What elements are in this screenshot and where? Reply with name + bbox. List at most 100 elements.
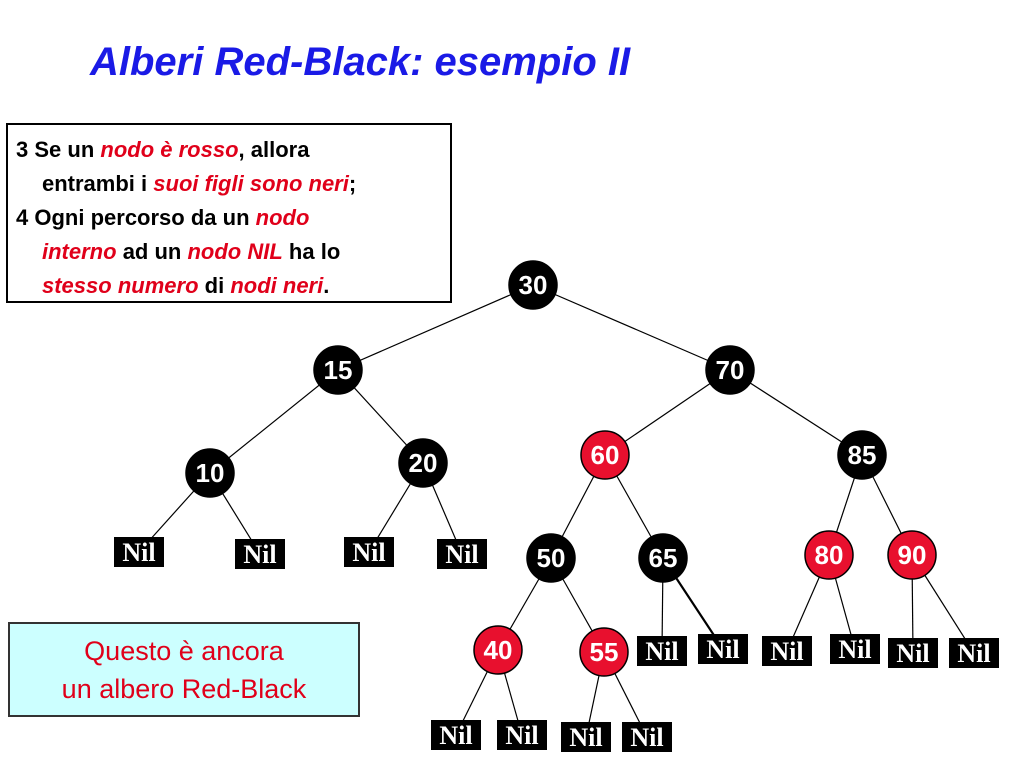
node-key: 15: [324, 355, 353, 385]
conclusion-line-2: un albero Red-Black: [61, 674, 307, 704]
node-circle: [398, 438, 448, 488]
nil-leaf: Nil: [622, 722, 672, 752]
nil-box: [235, 539, 285, 569]
tree-node-55: 55: [579, 627, 629, 677]
nil-leaf: Nil: [949, 638, 999, 668]
rule-3-line-1: 3 Se un nodo è rosso, allora: [16, 133, 450, 167]
nil-box: [762, 636, 812, 666]
node-key: 40: [484, 635, 513, 665]
node-circle: [473, 625, 523, 675]
node-key: 55: [590, 637, 619, 667]
nil-label: Nil: [569, 723, 602, 752]
nil-box: [698, 634, 748, 664]
rule-3-emph-3: sono neri: [249, 171, 349, 196]
nil-label: Nil: [706, 635, 739, 664]
edge-n15-n10: [209, 369, 339, 474]
nil-box: [114, 537, 164, 567]
nil-label: Nil: [896, 639, 929, 668]
rule-4-number: 4: [16, 205, 29, 230]
nil-box: [561, 722, 611, 752]
nil-box: [830, 634, 880, 664]
node-circle: [580, 430, 630, 480]
node-key: 80: [815, 540, 844, 570]
nil-box: [637, 636, 687, 666]
nil-box: [497, 720, 547, 750]
rule-4-text-4: di: [204, 273, 225, 298]
node-key: 90: [898, 540, 927, 570]
rule-4-line-3: stesso numero di nodi neri.: [16, 269, 450, 303]
nil-leaf: Nil: [561, 722, 611, 752]
nil-box: [949, 638, 999, 668]
nil-label: Nil: [243, 540, 276, 569]
node-circle: [526, 533, 576, 583]
nil-leaf: Nil: [344, 537, 394, 567]
rule-3-text-3: entrambi i: [42, 171, 148, 196]
rule-4-emph-6: nodi neri: [230, 273, 324, 298]
tree-node-85: 85: [837, 430, 887, 480]
rule-3-text-4: ;: [348, 171, 357, 196]
rule-4-text-2: ad un: [122, 239, 182, 264]
nil-box: [622, 722, 672, 752]
node-key: 50: [537, 543, 566, 573]
rule-3-number: 3: [16, 137, 29, 162]
nil-leaf: Nil: [235, 539, 285, 569]
rule-4-emph-4: stesso: [42, 273, 112, 298]
tree-node-65: 65: [638, 533, 688, 583]
nil-leaf: Nil: [437, 539, 487, 569]
tree-node-30: 30: [508, 260, 558, 310]
nil-leaf: Nil: [497, 720, 547, 750]
nil-label: Nil: [505, 721, 538, 750]
tree-node-10: 10: [185, 448, 235, 498]
node-circle: [508, 260, 558, 310]
rule-3-line-2: entrambi i suoi figli sono neri;: [16, 167, 450, 201]
nil-label: Nil: [838, 635, 871, 664]
edge-n30-n15: [337, 284, 534, 371]
edge-n70-n85: [729, 369, 863, 456]
nil-label: Nil: [445, 540, 478, 569]
nil-leaf: Nil: [830, 634, 880, 664]
nil-box: [344, 537, 394, 567]
rule-4-text-5: .: [323, 273, 330, 298]
tree-node-50: 50: [526, 533, 576, 583]
node-key: 65: [649, 543, 678, 573]
rule-4-emph-3: nodo NIL: [187, 239, 283, 264]
rule-4-emph-1: nodo: [255, 205, 310, 230]
node-circle: [579, 627, 629, 677]
node-circle: [705, 345, 755, 395]
tree-node-40: 40: [473, 625, 523, 675]
tree-node-70: 70: [705, 345, 755, 395]
tree-node-60: 60: [580, 430, 630, 480]
node-circle: [185, 448, 235, 498]
rule-3-text-1: Se un: [34, 137, 95, 162]
nil-box: [431, 720, 481, 750]
node-key: 30: [519, 270, 548, 300]
conclusion-note: Questo è ancora un albero Red-Black: [8, 622, 360, 717]
nil-label: Nil: [352, 538, 385, 567]
slide-title: Alberi Red-Black: esempio II: [90, 40, 631, 84]
node-circle: [638, 533, 688, 583]
rule-4-line-2: interno ad un nodo NIL ha lo: [16, 235, 450, 269]
rule-4-emph-2: interno: [42, 239, 117, 264]
rule-4-text-1: Ogni percorso da un: [34, 205, 250, 230]
tree-node-20: 20: [398, 438, 448, 488]
nil-label: Nil: [957, 639, 990, 668]
conclusion-line-1: Questo è ancora: [84, 636, 284, 666]
node-circle: [804, 530, 854, 580]
edge-n30-n70: [532, 284, 731, 371]
tree-node-15: 15: [313, 345, 363, 395]
nil-box: [888, 638, 938, 668]
node-key: 10: [196, 458, 225, 488]
nil-leaf: Nil: [637, 636, 687, 666]
tree-node-90: 90: [887, 530, 937, 580]
rule-3-text-2: , allora: [238, 137, 310, 162]
nil-leaf: Nil: [431, 720, 481, 750]
rule-4-line-1: 4 Ogni percorso da un nodo: [16, 201, 450, 235]
node-circle: [887, 530, 937, 580]
nil-label: Nil: [645, 637, 678, 666]
rules-box: 3 Se un nodo è rosso, allora entrambi i …: [6, 123, 452, 303]
rule-3-emph-1: nodo è rosso: [100, 137, 239, 162]
node-circle: [313, 345, 363, 395]
node-key: 85: [848, 440, 877, 470]
nil-leaf: Nil: [698, 634, 748, 664]
